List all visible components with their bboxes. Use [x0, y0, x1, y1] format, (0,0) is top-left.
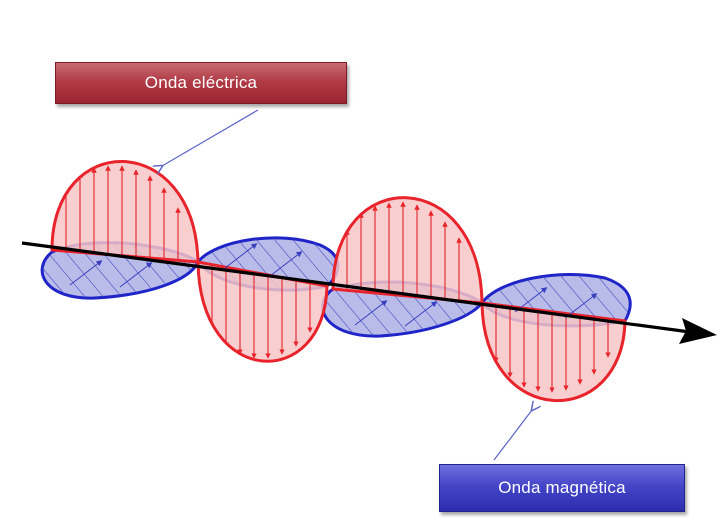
arrow-right-icon — [21, 241, 717, 344]
electric-field-vectors — [344, 201, 462, 300]
electric-lobe — [480, 301, 627, 402]
magnetic-pointer-line — [493, 410, 532, 461]
magnetic-field-vectors — [69, 243, 598, 327]
electric-lobe — [196, 260, 329, 363]
electric-field-vectors — [493, 306, 611, 393]
electric-field-vectors — [63, 165, 181, 261]
electric-field-vectors — [209, 265, 313, 359]
electric-wave-label: Onda eléctrica — [55, 62, 347, 104]
electric-pointer-line — [162, 109, 259, 166]
electric-wave — [50, 160, 627, 402]
electric-lobe — [50, 160, 200, 264]
magnetic-wave-label: Onda magnética — [439, 464, 685, 512]
